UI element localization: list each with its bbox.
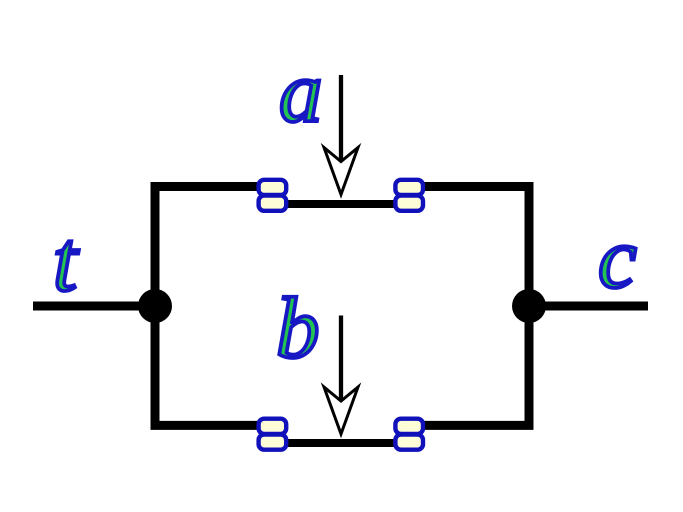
label-input-terminal: t <box>53 212 79 309</box>
contact-pill <box>256 416 289 437</box>
arrow-head-icon <box>320 382 362 439</box>
junction-node-right <box>512 289 546 323</box>
label-bottom-branch: b <box>276 279 320 376</box>
arrow-bottom <box>320 315 362 439</box>
contact-pill <box>393 193 426 214</box>
arrow-top <box>320 75 362 199</box>
arrow-head-icon <box>320 142 362 199</box>
contact-top-left <box>256 177 289 214</box>
contact-bottom-left <box>256 416 289 452</box>
contact-pill <box>393 416 426 437</box>
junction-node-left <box>138 289 172 323</box>
contact-pill <box>256 193 289 214</box>
contact-pill <box>256 177 289 198</box>
label-top-branch: a <box>279 43 323 140</box>
contact-pill <box>393 177 426 198</box>
label-output-terminal: c <box>598 209 637 306</box>
contact-pill <box>256 432 289 452</box>
contact-top-right <box>393 177 426 214</box>
contact-bottom-right <box>393 416 426 452</box>
contact-pill <box>393 432 426 452</box>
